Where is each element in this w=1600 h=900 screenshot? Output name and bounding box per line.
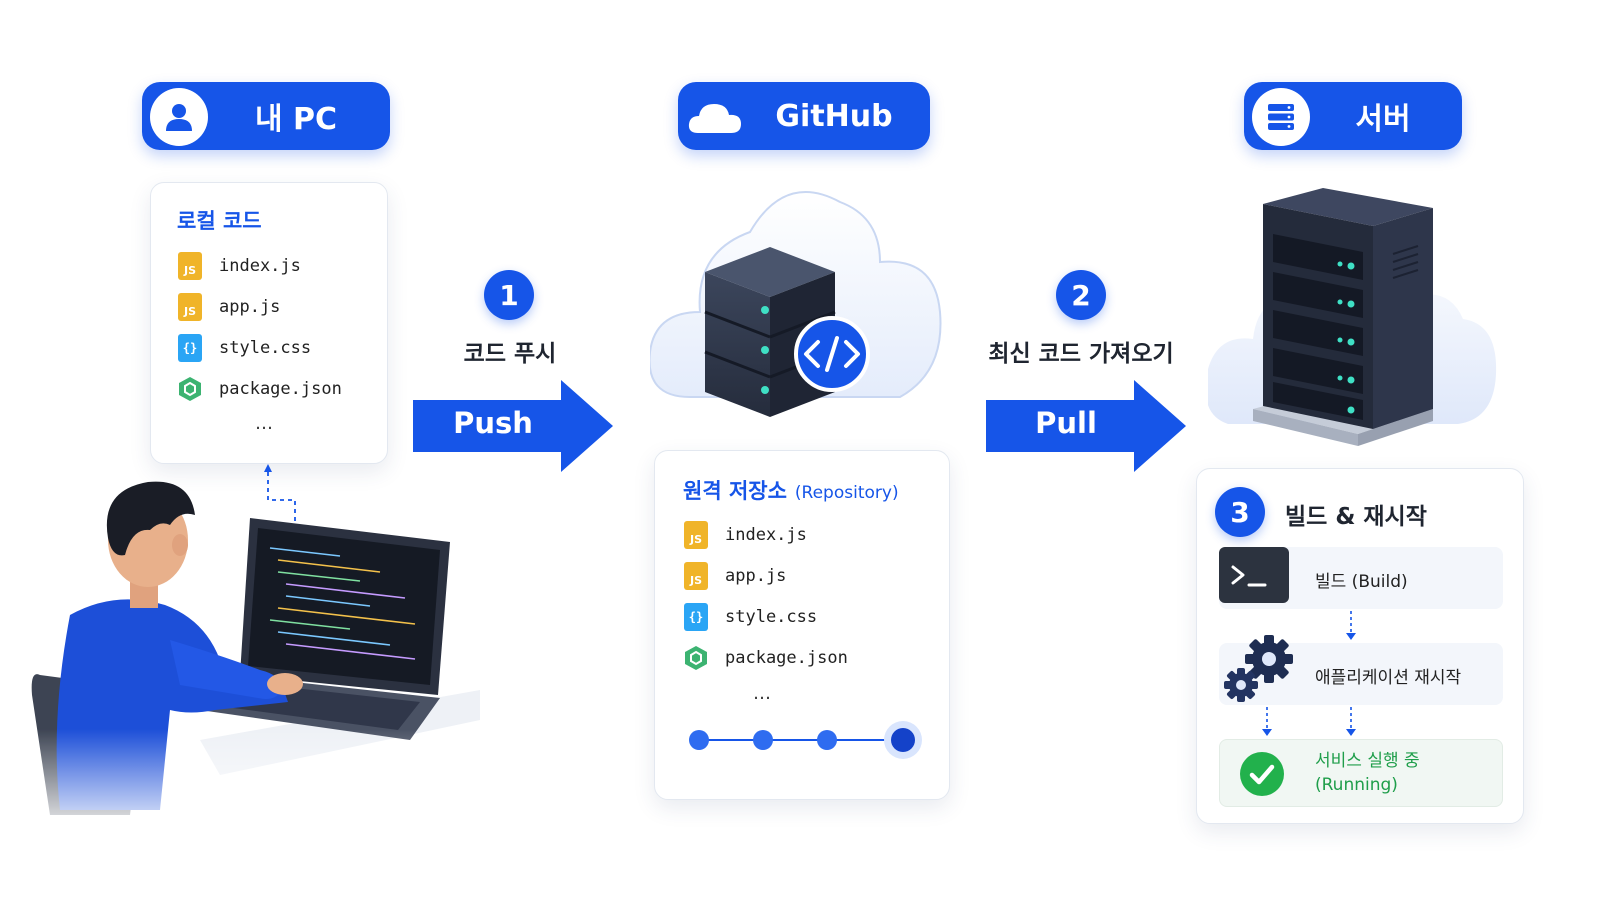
local-code-title: 로컬 코드 xyxy=(177,209,262,233)
pull-arrow xyxy=(986,380,1186,472)
restart-stage-label: 애플리케이션 재시작 xyxy=(1315,668,1462,688)
js-file-icon: JS xyxy=(177,292,203,321)
code-icon xyxy=(794,316,870,392)
local-more: … xyxy=(255,413,274,434)
push-arrow-label: Push xyxy=(453,406,533,440)
commit-timeline xyxy=(689,721,922,759)
node-package-icon xyxy=(177,375,203,403)
running-stage-label: 서비스 실행 중 (Running) xyxy=(1315,751,1420,795)
pc-header-label: 내 PC xyxy=(254,102,338,137)
flow-arrow xyxy=(1262,707,1272,736)
pc-header: 내 PC xyxy=(142,82,390,150)
file-item: {} style.css xyxy=(177,327,342,368)
pull-arrow-label: Pull xyxy=(1035,406,1097,440)
server-header: 서버 xyxy=(1244,82,1462,150)
step-2-badge: 2 xyxy=(1056,270,1106,320)
commit-dot xyxy=(689,730,709,750)
file-item: JS app.js xyxy=(177,286,342,327)
server-tower-illustration xyxy=(1208,188,1497,446)
server-header-label: 서버 xyxy=(1355,102,1411,137)
file-item: {} style.css xyxy=(683,596,848,637)
commit-dot xyxy=(753,730,773,750)
server-icon xyxy=(1252,88,1310,146)
file-item: JS index.js xyxy=(177,245,342,286)
step-3-label: 빌드 & 재시작 xyxy=(1285,504,1427,530)
repository-card: 원격 저장소(Repository) JS index.js JS app.js… xyxy=(654,450,950,800)
step-1-label: 코드 푸시 xyxy=(463,341,557,367)
push-arrow xyxy=(413,380,613,472)
terminal-icon xyxy=(1219,547,1289,603)
github-header-label: GitHub xyxy=(775,98,893,134)
commit-dot xyxy=(817,730,837,750)
local-code-card: 로컬 코드 JS index.js JS app.js {} style.css… xyxy=(150,182,388,464)
file-item: JS index.js xyxy=(683,514,848,555)
css-file-icon: {} xyxy=(683,602,709,631)
cloud-icon xyxy=(686,88,744,146)
repository-more: … xyxy=(753,683,772,704)
file-item: package.json xyxy=(683,637,848,678)
commit-dot xyxy=(891,728,915,752)
flow-arrow xyxy=(1346,611,1356,640)
github-header: GitHub xyxy=(678,82,930,150)
step-3-badge: 3 xyxy=(1215,487,1265,537)
user-icon xyxy=(150,88,208,146)
gears-icon xyxy=(1219,633,1299,709)
build-stage-label: 빌드 (Build) xyxy=(1315,572,1408,592)
js-file-icon: JS xyxy=(683,561,709,590)
file-item: JS app.js xyxy=(683,555,848,596)
css-file-icon: {} xyxy=(177,333,203,362)
js-file-icon: JS xyxy=(177,251,203,280)
check-circle-icon xyxy=(1239,751,1285,801)
repository-title: 원격 저장소(Repository) xyxy=(683,479,899,503)
build-restart-card: 3 빌드 & 재시작 빌드 (Build) xyxy=(1196,468,1524,824)
local-file-list: JS index.js JS app.js {} style.css packa… xyxy=(177,245,342,409)
developer-illustration xyxy=(20,470,480,840)
node-package-icon xyxy=(683,644,709,672)
flow-arrow xyxy=(1346,707,1356,736)
repository-file-list: JS index.js JS app.js {} style.css packa… xyxy=(683,514,848,678)
js-file-icon: JS xyxy=(683,520,709,549)
step-2-label: 최신 코드 가져오기 xyxy=(988,341,1174,367)
step-1-badge: 1 xyxy=(484,270,534,320)
file-item: package.json xyxy=(177,368,342,409)
cloud-server-illustration xyxy=(650,191,942,417)
